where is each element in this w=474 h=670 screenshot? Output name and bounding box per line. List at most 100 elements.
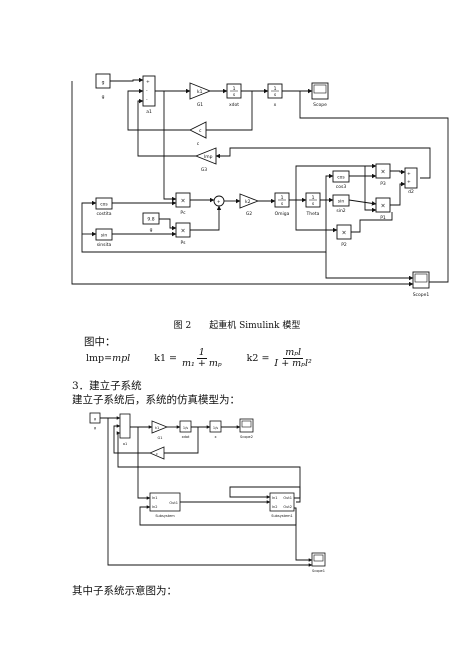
svg-text:k1: k1 <box>197 89 203 95</box>
svg-text:c: c <box>156 452 158 456</box>
cos-cos3-block: cos cos3 <box>332 170 350 190</box>
integrator-theta-block: 1 s Theta <box>306 192 321 217</box>
svg-text:×: × <box>180 228 185 235</box>
gain-k2-block: k2 G2 <box>239 193 260 217</box>
svg-text:Scope1: Scope1 <box>312 569 325 573</box>
svg-text:×: × <box>341 230 346 237</box>
integrator-x-block-2: 1/s x <box>209 420 222 439</box>
integrator-omiga-block: 1 s Omiga <box>274 192 290 217</box>
svg-text:G2: G2 <box>246 211 252 217</box>
formula-lmp: lmp=mpl <box>86 353 131 365</box>
signal-lines-2 <box>100 416 313 567</box>
svg-text:k2: k2 <box>245 199 251 205</box>
signal-lines <box>71 77 449 287</box>
svg-text:Scope2: Scope2 <box>240 435 253 439</box>
svg-text:+: + <box>146 79 150 85</box>
gain-c-block-2: c <box>148 446 165 460</box>
svg-text:In2: In2 <box>272 505 277 509</box>
svg-text:Theta: Theta <box>306 211 320 217</box>
constant-g-block: g g <box>95 73 111 100</box>
svg-text:s: s <box>312 202 315 207</box>
svg-text:1/s: 1/s <box>213 426 218 430</box>
gain-lmp-block: lmp G3 <box>194 147 217 173</box>
svg-text:+: + <box>407 179 411 185</box>
integrator-x-block: 1 s x <box>267 83 283 108</box>
svg-text:sin: sin <box>338 199 345 205</box>
svg-text:a1: a1 <box>146 109 152 115</box>
scope1-block: Scope1 <box>412 271 430 298</box>
svg-text:cos: cos <box>100 203 108 208</box>
svg-text:s: s <box>233 93 236 98</box>
simulink-model-diagram: g g + - - a1 k1 G1 1 s xdot 1 s x Scope … <box>71 73 449 298</box>
gain-c-block: c c <box>188 121 207 147</box>
svg-text:1: 1 <box>281 195 284 201</box>
scope-block: Scope <box>311 82 329 108</box>
subsystem-intro-text: 建立子系统后，系统的仿真模型为： <box>72 394 240 406</box>
svg-text:×: × <box>380 203 385 210</box>
svg-text:g: g <box>94 426 96 430</box>
svg-text:1: 1 <box>233 86 236 92</box>
svg-text:x: x <box>274 103 277 108</box>
product-p3-block: × P3 <box>375 163 391 187</box>
svg-text:Out1: Out1 <box>283 496 292 500</box>
svg-text:+: + <box>217 199 220 204</box>
svg-text:Subsystem1: Subsystem1 <box>271 514 293 518</box>
sum-a1-block: + - - a1 <box>142 75 156 115</box>
sin-sinsita-block: sin sinsita <box>95 228 113 248</box>
svg-text:P3: P3 <box>380 181 386 187</box>
svg-text:In2: In2 <box>152 505 157 509</box>
svg-text:In1: In1 <box>272 496 277 500</box>
svg-text:sinsita: sinsita <box>97 242 112 248</box>
svg-text:g: g <box>102 81 105 86</box>
cos-costita-block: cos costita <box>95 197 113 217</box>
svg-text:costita: costita <box>96 211 111 217</box>
product-pc-block: × Pc <box>175 192 191 216</box>
svg-text:G1: G1 <box>158 436 163 440</box>
svg-text:9.8: 9.8 <box>147 217 154 223</box>
svg-text:sin: sin <box>101 233 108 239</box>
scope2-block: Scope2 <box>239 418 254 439</box>
sin-sin2-block: sin sin2 <box>332 194 350 214</box>
svg-text:s: s <box>281 202 284 207</box>
svg-text:Pc: Pc <box>180 210 186 216</box>
product-p2-block: × P2 <box>336 224 352 248</box>
sum-circle-block: + <box>213 195 225 207</box>
svg-text:s: s <box>274 93 277 98</box>
svg-text:-: - <box>146 98 148 103</box>
svg-text:G1: G1 <box>197 102 203 108</box>
svg-text:lmp: lmp <box>204 154 213 160</box>
svg-text:a1: a1 <box>123 442 127 446</box>
svg-text:In1: In1 <box>152 496 157 500</box>
svg-text:x: x <box>214 435 216 439</box>
svg-text:G3: G3 <box>201 167 207 173</box>
gain-k1-block-2: k1 G1 <box>151 420 169 440</box>
svg-text:xdot: xdot <box>229 102 239 108</box>
sum-d2-block: + + d2 <box>404 167 418 195</box>
svg-text:Out2: Out2 <box>283 505 292 509</box>
svg-text:1/s: 1/s <box>183 426 188 430</box>
sum-a1-block-2: a1 <box>119 413 131 446</box>
scope1-block-2: Scope1 <box>311 552 326 573</box>
svg-text:sin2: sin2 <box>336 208 345 214</box>
integrator-xdot-block-2: 1/s xdot <box>179 420 192 439</box>
svg-text:k1: k1 <box>155 426 159 430</box>
svg-text:Subsystem: Subsystem <box>155 514 175 518</box>
subsystem-block: In1 In2 Out1 Subsystem <box>149 492 181 518</box>
svg-text:×: × <box>180 198 185 205</box>
svg-text:g: g <box>150 228 153 233</box>
integrator-xdot-block: 1 s xdot <box>226 83 242 108</box>
svg-text:P1: P1 <box>380 215 386 221</box>
svg-text:-: - <box>146 89 148 94</box>
section-heading-3: 3．建立子系统 <box>72 380 142 392</box>
svg-text:P2: P2 <box>341 242 347 248</box>
svg-text:d2: d2 <box>408 189 414 195</box>
svg-text:Scope: Scope <box>313 102 327 108</box>
figure-caption: 图 2 起重机 Simulink 模型 <box>173 321 301 331</box>
figure-note-text: 图中： <box>84 336 116 348</box>
subsystem-model-diagram: g g a1 k1 G1 1/s xdot 1/s x Scope2 c In1… <box>89 412 326 573</box>
product-p1-block: × P1 <box>375 197 391 221</box>
subsystem1-block: In1 In2 Out1 Out2 Subsystem1 <box>269 492 295 518</box>
svg-text:c: c <box>197 142 200 147</box>
